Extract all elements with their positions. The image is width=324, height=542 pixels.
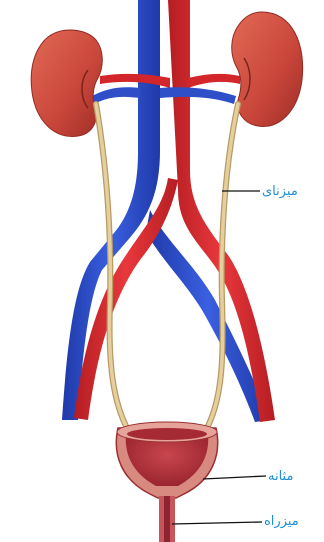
- bladder-label: مثانه: [268, 469, 293, 485]
- ureter-label: میزنای: [262, 184, 298, 200]
- bladder: [116, 422, 217, 498]
- urethra-label: میزراه: [264, 514, 299, 530]
- renal-veins: [92, 87, 236, 104]
- urethra: [159, 496, 175, 542]
- left-kidney: [31, 30, 102, 137]
- right-kidney: [232, 12, 303, 127]
